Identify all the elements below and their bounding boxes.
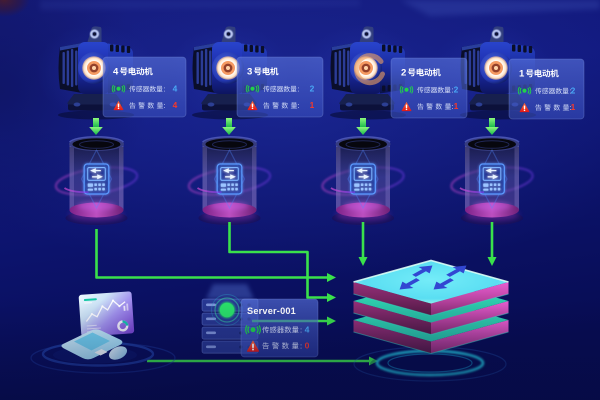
svg-text:4: 4 (173, 84, 178, 94)
svg-text:4: 4 (173, 100, 178, 110)
svg-text:2: 2 (401, 68, 406, 79)
svg-text::: : (570, 87, 572, 96)
svg-text:1: 1 (519, 69, 525, 80)
svg-text::: : (570, 103, 572, 112)
svg-text:1: 1 (571, 102, 576, 112)
svg-text::: : (298, 85, 300, 94)
svg-text:2: 2 (310, 84, 315, 94)
svg-text:2: 2 (571, 86, 576, 96)
svg-text::: : (164, 85, 166, 94)
svg-text:4: 4 (113, 67, 119, 78)
svg-text:1: 1 (454, 101, 459, 111)
svg-text::: : (164, 101, 166, 110)
svg-text::: : (452, 102, 454, 111)
svg-text:3: 3 (247, 67, 252, 78)
svg-text:2: 2 (454, 85, 459, 95)
svg-text::: : (452, 86, 454, 95)
svg-text:1: 1 (310, 100, 315, 110)
svg-text::: : (298, 101, 300, 110)
